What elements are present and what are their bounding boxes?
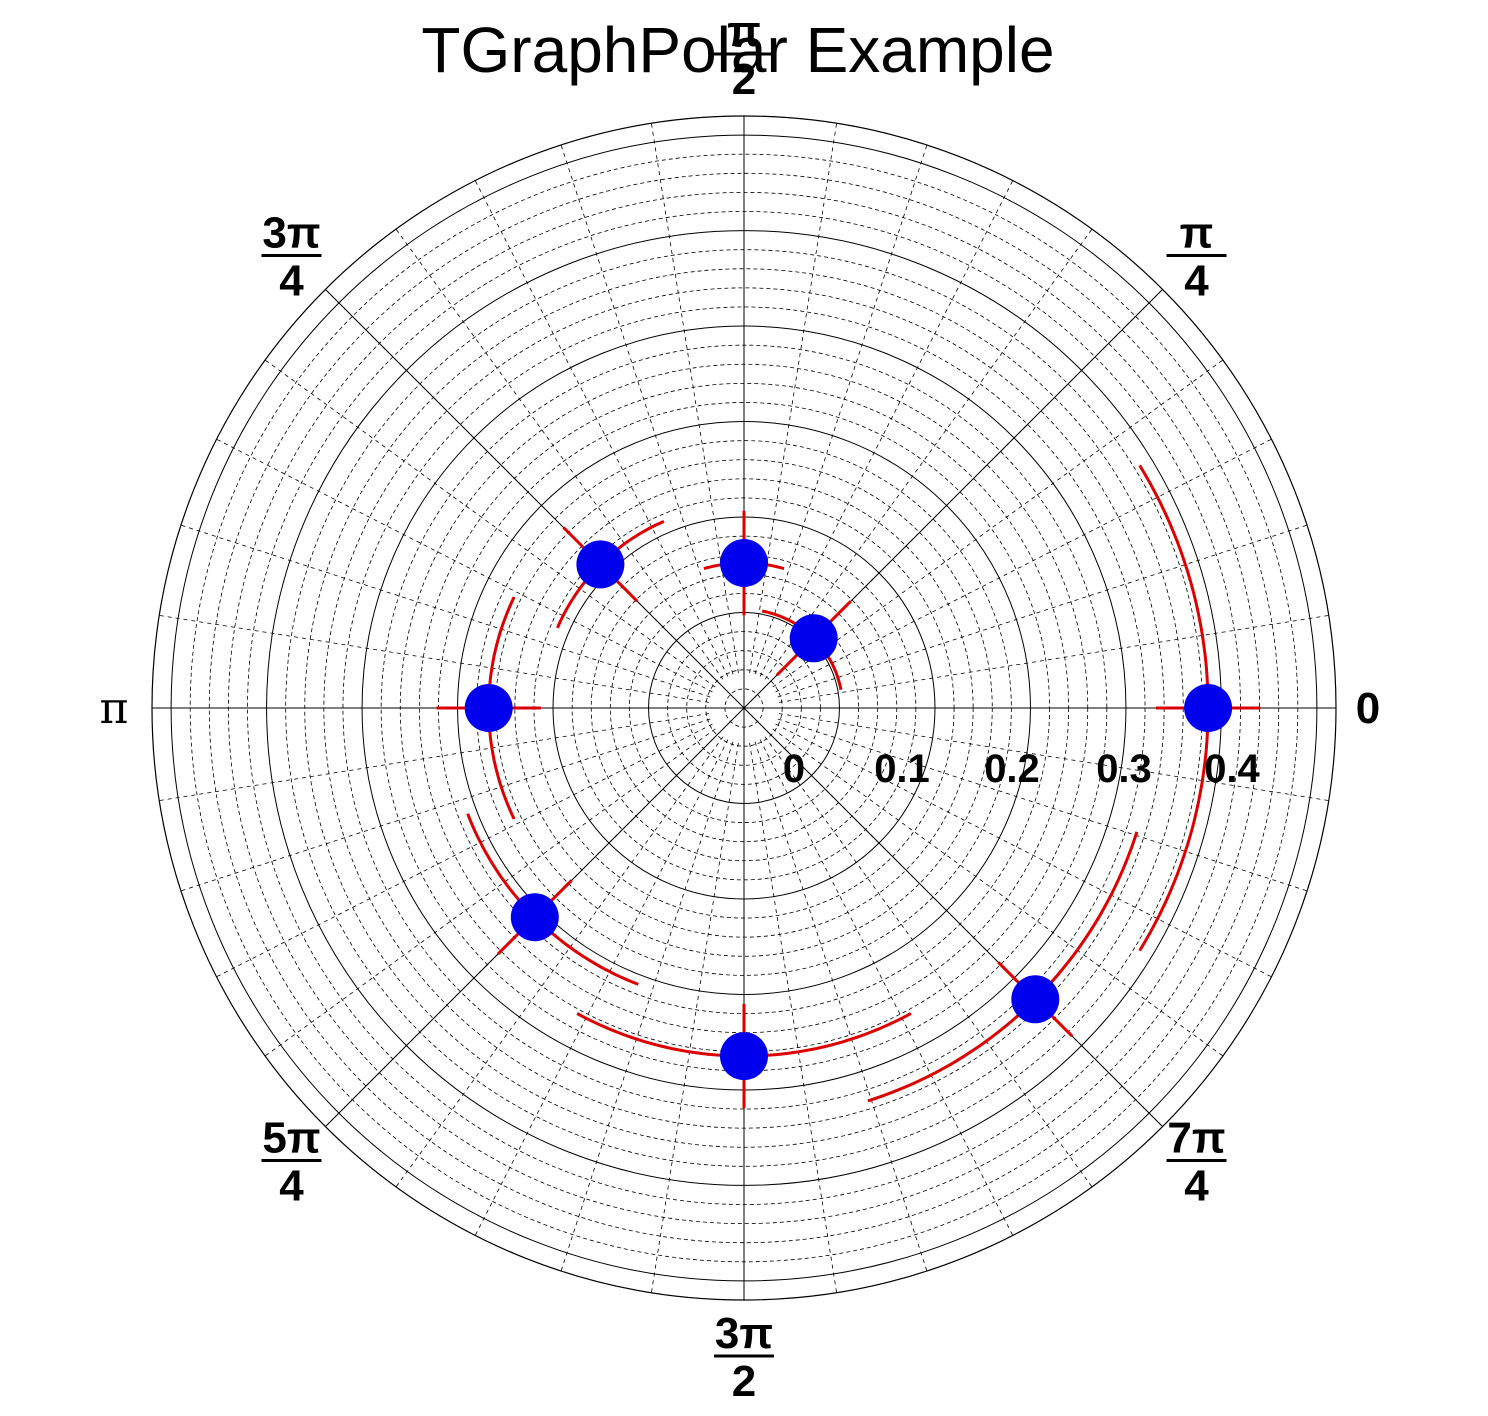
- angular-grid-line: [264, 728, 716, 1057]
- angular-grid-line: [159, 713, 709, 801]
- angular-grid-line: [764, 736, 1093, 1188]
- angular-grid-line: [264, 359, 716, 688]
- angle-label: 3π2: [714, 1309, 774, 1406]
- major-angle-axis: [325, 289, 745, 709]
- data-point: [720, 539, 768, 587]
- angular-grid-line: [395, 736, 724, 1188]
- angular-grid-line: [754, 144, 928, 675]
- data-point: [1011, 975, 1060, 1024]
- angular-grid-line: [754, 741, 928, 1272]
- angular-grid-line: [749, 743, 837, 1293]
- radial-tick-label: 0.4: [1204, 747, 1260, 791]
- angle-label: π2: [714, 7, 774, 104]
- angle-label-text: π: [100, 683, 129, 734]
- angle-label-denominator: 4: [279, 1162, 304, 1211]
- angle-label: π: [100, 683, 129, 734]
- data-points: [464, 539, 1233, 1081]
- angular-grid-line: [560, 144, 734, 675]
- data-point: [720, 1032, 768, 1081]
- angle-label-numerator: 3π: [715, 1309, 773, 1358]
- angular-grid-line: [759, 180, 1014, 677]
- angular-grid-line: [772, 359, 1224, 688]
- angle-label-numerator: 3π: [262, 209, 320, 258]
- angle-label-denominator: 2: [732, 55, 756, 104]
- angle-label: 7π4: [1166, 1114, 1227, 1211]
- polar-axes: [151, 115, 1337, 1301]
- angular-grid-line: [560, 741, 734, 1272]
- angle-label: π4: [1166, 209, 1227, 306]
- angle-label: 5π4: [261, 1114, 322, 1211]
- angular-grid-line: [180, 524, 711, 698]
- angle-label: 3π4: [261, 209, 322, 306]
- radial-tick-label: 0: [783, 747, 805, 791]
- angle-label-denominator: 2: [732, 1357, 756, 1406]
- angular-grid-line: [749, 123, 837, 673]
- angle-label-numerator: π: [1180, 209, 1214, 258]
- angle-label-denominator: 4: [1184, 257, 1209, 306]
- angle-label-denominator: 4: [1184, 1162, 1209, 1211]
- radial-tick-label: 0.2: [984, 747, 1040, 791]
- angular-grid-line: [759, 739, 1014, 1236]
- angular-grid-line: [777, 718, 1308, 892]
- angular-grid-line: [180, 718, 711, 892]
- angular-grid-line: [775, 438, 1272, 693]
- data-point: [510, 893, 559, 942]
- angular-grid-line: [651, 743, 739, 1293]
- angular-grid-line: [779, 615, 1329, 703]
- data-point: [789, 614, 838, 663]
- angular-grid-line: [395, 228, 724, 680]
- radial-tick-label: 0.1: [874, 747, 930, 791]
- radial-tick-labels: 0 0.1 0.2 0.3 0.4: [783, 747, 1261, 791]
- angle-label-numerator: 7π: [1167, 1114, 1225, 1163]
- data-point: [1184, 684, 1233, 732]
- angular-grid-line: [777, 524, 1308, 698]
- data-point: [576, 540, 625, 589]
- angle-label-denominator: 4: [279, 257, 304, 306]
- data-point: [464, 684, 513, 732]
- angle-label-text: 0: [1356, 684, 1380, 733]
- angle-label-numerator: 5π: [262, 1114, 320, 1163]
- chart-title: TGraphPolar Example: [421, 14, 1054, 86]
- angular-grid-line: [764, 228, 1093, 680]
- angle-label-numerator: π: [727, 7, 761, 56]
- major-angle-axis: [743, 707, 1163, 1127]
- angular-grid-line: [159, 615, 709, 703]
- radial-tick-label: 0.3: [1096, 747, 1152, 791]
- angular-grid-line: [651, 123, 739, 673]
- angle-label: 0: [1356, 684, 1380, 733]
